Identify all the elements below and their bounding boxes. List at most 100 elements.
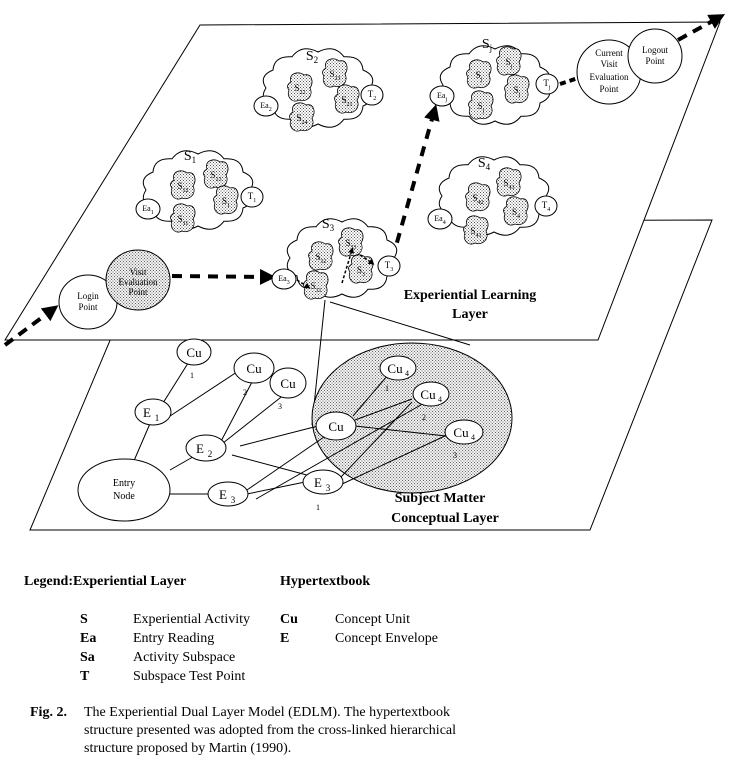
legend-desc: Subspace Test Point — [133, 669, 246, 684]
concept-unit-node — [444, 419, 484, 445]
node-number: 1 — [385, 384, 389, 393]
visit-evaluation-label: Point — [128, 287, 148, 297]
activity-subspace-label: S43 — [503, 178, 514, 191]
concept-envelope-label: E — [314, 475, 322, 490]
concept-unit-label: Cu — [246, 361, 262, 376]
activity-boundary — [438, 156, 550, 236]
activity-label: S2 — [306, 49, 318, 65]
entry-reading-node — [427, 208, 453, 230]
path-tj-to-current — [559, 76, 579, 86]
concept-links — [129, 359, 456, 500]
test-point-node — [360, 84, 384, 106]
legend-abbr: Cu — [280, 612, 298, 627]
concept-envelope-node — [185, 434, 227, 462]
current-eval-label: Visit — [601, 59, 618, 69]
activity-subspace — [348, 254, 374, 284]
activity-subspace-label: S32 — [315, 252, 326, 265]
activity-boundary — [439, 45, 551, 125]
legend-abbr: S — [80, 612, 88, 627]
path-s3-to-sj — [390, 104, 440, 261]
activity-subspace-label: Sj — [476, 70, 483, 83]
activity-subspace-label: S4 — [512, 207, 520, 220]
concept-envelope-label: E — [143, 405, 151, 420]
activity-subspace — [308, 241, 334, 271]
visit-evaluation-label: Visit — [130, 267, 147, 277]
activity-subspace — [463, 215, 489, 245]
s3-internal-arrow — [359, 254, 375, 265]
layer-link-line — [329, 301, 471, 346]
activity-subspace — [338, 227, 364, 257]
entry-reading-label: Ea4 — [434, 214, 445, 226]
caption-line: structure presented was adopted from the… — [84, 723, 457, 738]
concept-unit-subscript: 4 — [405, 369, 409, 378]
concept-unit-node — [412, 381, 450, 407]
activity-subspace-label: S12 — [177, 181, 188, 194]
concept-unit-label: Cu — [186, 345, 202, 360]
current-eval-label: Evaluation — [590, 72, 629, 82]
concept-unit-label: Cu — [387, 361, 403, 376]
s3-internal-arrow — [296, 279, 311, 289]
concept-envelope-subscript: 3 — [231, 495, 236, 505]
concept-unit-label: Cu — [280, 376, 296, 391]
concept-envelope-node — [207, 481, 249, 507]
legend-desc: Entry Reading — [133, 631, 215, 646]
activity-subspace-label: Sj — [514, 85, 521, 98]
activity-subspace-label: S3 — [357, 265, 365, 278]
entry-reading-node — [429, 85, 455, 107]
activity-label: S1 — [184, 149, 196, 165]
concept-unit-label: Cu — [453, 425, 469, 440]
legend-abbr: E — [280, 631, 290, 646]
activity-subspace — [496, 167, 522, 197]
concept-unit-node — [315, 411, 357, 441]
s3-internal-arrow — [341, 247, 355, 284]
test-point-label: T2 — [368, 89, 377, 102]
node-number: 3 — [453, 451, 457, 460]
activity-subspace — [287, 72, 313, 102]
logout-point-label: Point — [645, 56, 665, 66]
legend-hypertextbook-title: Hypertextbook — [280, 574, 371, 589]
figure-number: Fig. 2. — [30, 705, 67, 720]
entry-reading-label: Eaj — [437, 91, 447, 103]
edlm-diagram: Login Point Visit Evaluation Point Curre… — [3, 14, 726, 531]
entry-reading-label: Ea2 — [260, 101, 271, 113]
entry-reading-node — [271, 268, 297, 290]
activity-subspace — [170, 203, 196, 233]
legend-title: Legend:Experiential Layer — [24, 574, 187, 589]
activity-subspace-label: S22 — [294, 83, 305, 96]
entry-node — [77, 458, 171, 522]
concept-envelope-label: E — [196, 441, 204, 456]
node-number: 2 — [243, 388, 247, 397]
entry-node-label: Node — [113, 491, 135, 502]
legend-desc: Concept Envelope — [335, 631, 439, 646]
concept-envelope-node — [134, 398, 172, 426]
test-point-label: T3 — [385, 260, 394, 273]
activity-subspace-label: S23 — [329, 69, 340, 82]
activity-subspace — [203, 159, 229, 189]
activity-label: S4 — [478, 156, 491, 172]
current-eval-label: Current — [595, 48, 623, 58]
test-point-node — [534, 195, 558, 217]
activity-subspace — [466, 59, 492, 89]
test-point-node — [240, 186, 264, 208]
activity-subspace-label: S31 — [310, 281, 321, 294]
test-point-node — [535, 73, 559, 95]
test-point-node — [377, 255, 401, 277]
entry-reading-label: Ea3 — [278, 274, 289, 286]
logout-point-label: Logout — [642, 45, 668, 55]
experiential-layer-label: Experiential Learning — [404, 288, 537, 303]
legend-desc: Concept Unit — [335, 612, 411, 627]
concept-unit-node — [379, 355, 417, 381]
figure-caption: Fig. 2. The Experiential Dual Layer Mode… — [30, 704, 500, 756]
test-point-label: T1 — [248, 191, 257, 204]
legend-abbr: Sa — [80, 650, 95, 665]
entry-node-label: Entry — [113, 478, 135, 489]
activity-label: Sj — [482, 37, 492, 53]
test-point-label: Tj — [543, 78, 551, 91]
legend-desc: Experiential Activity — [133, 612, 251, 627]
conceptual-layer-label: Subject Matter — [395, 491, 486, 506]
